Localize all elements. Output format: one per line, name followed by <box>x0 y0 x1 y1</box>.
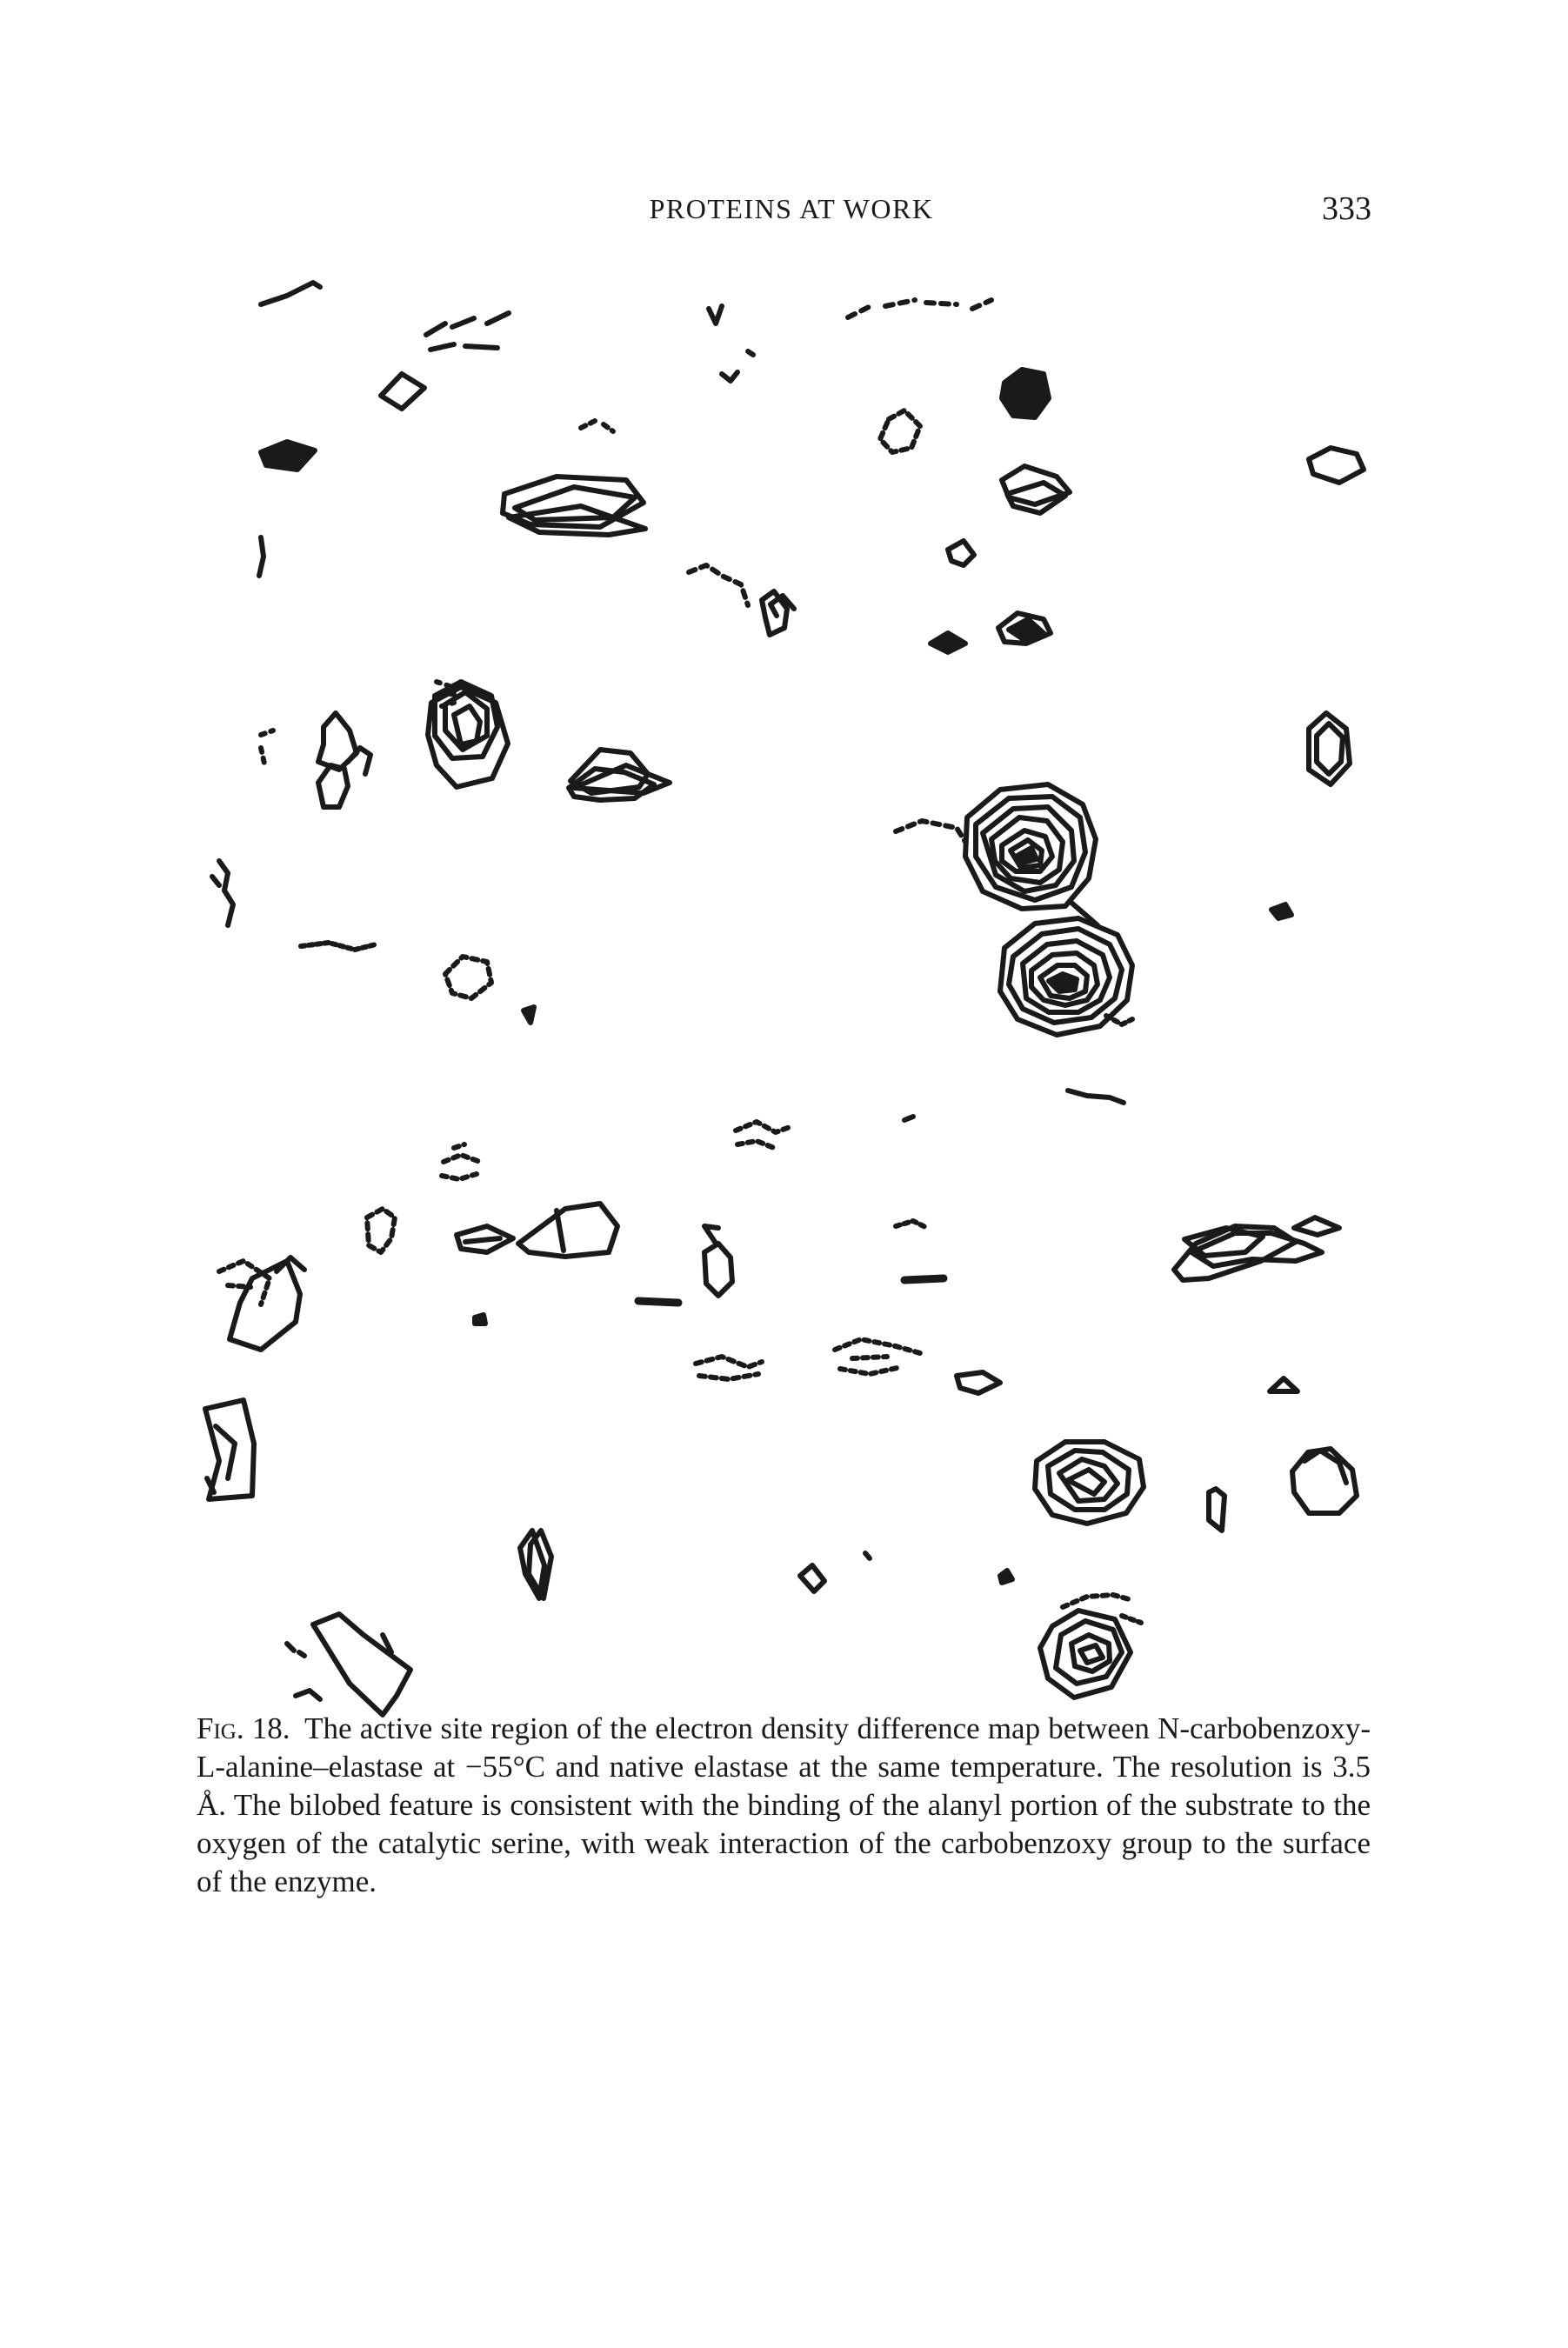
figure-label: Fig. 18. <box>197 1711 290 1745</box>
contour-top-center-ellipse <box>500 304 756 537</box>
bilobed-feature <box>893 782 1135 1037</box>
contours-lower-left <box>217 1142 735 1352</box>
contours-center <box>316 563 797 796</box>
contours-middle-right <box>733 902 1359 1533</box>
contours-mid-left <box>210 684 657 1025</box>
running-title: PROTEINS AT WORK <box>649 193 934 224</box>
running-head: PROTEINS AT WORK 333 <box>0 190 1568 228</box>
figure-caption: Fig. 18. The active site region of the e… <box>197 1710 1371 1901</box>
contours-top-left <box>257 280 511 578</box>
contours-upper-right <box>845 297 1366 787</box>
contours-bottom <box>203 1337 1146 1718</box>
page-number: 333 <box>1322 190 1371 227</box>
figure-caption-text: The active site region of the electron d… <box>197 1711 1371 1898</box>
